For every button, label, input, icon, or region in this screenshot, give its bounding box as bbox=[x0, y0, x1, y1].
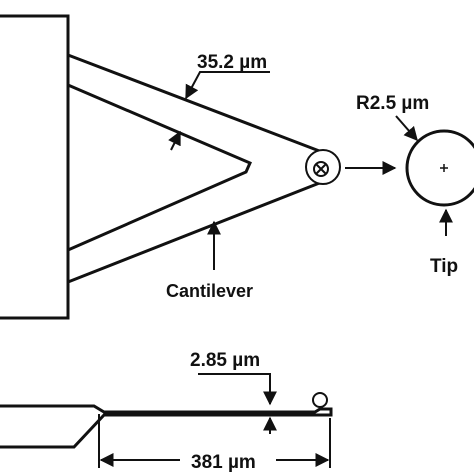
width-arrow-inner bbox=[168, 130, 181, 151]
chip-base bbox=[0, 14, 70, 320]
width-label: 35.2 µm bbox=[197, 52, 267, 73]
side-tip bbox=[312, 392, 328, 408]
tip-cross-2 bbox=[315, 163, 327, 175]
length-label: 381 µm bbox=[191, 452, 256, 473]
cantilever-inner-edge bbox=[67, 83, 252, 252]
cantilever-label: Cantilever bbox=[166, 281, 253, 301]
radius-label: R2.5 µm bbox=[356, 93, 429, 114]
width-leader bbox=[185, 71, 270, 100]
thickness-leader bbox=[198, 373, 277, 406]
radius-leader bbox=[395, 115, 418, 142]
side-base bbox=[0, 404, 333, 449]
tip-label: Tip bbox=[430, 256, 458, 277]
cantilever-outer-edge bbox=[67, 53, 324, 284]
thickness-label: 2.85 µm bbox=[190, 350, 260, 371]
